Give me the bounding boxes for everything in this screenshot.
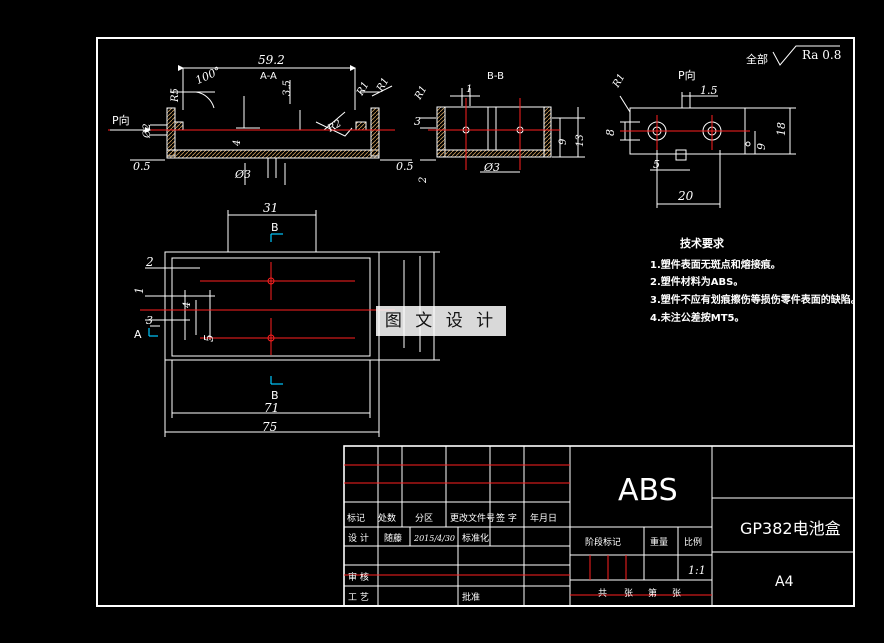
section-aa-view	[130, 65, 412, 185]
label-sheet-1: 张	[624, 588, 633, 599]
label-standardization: 标准化	[462, 532, 489, 544]
label-sheet-2: 张	[672, 588, 681, 599]
designer-name: 随藤	[384, 532, 402, 544]
dim-3-5: 3.5	[282, 80, 293, 96]
label-no: 第	[648, 587, 657, 599]
plan-view	[145, 210, 440, 437]
label-sign: 签 字	[496, 512, 517, 524]
label-design: 设 计	[348, 532, 369, 544]
dim-p-r1: R1	[611, 72, 628, 90]
material-text: ABS	[618, 473, 678, 508]
dim-plan-5: 5	[202, 334, 216, 342]
plan-centerlines	[140, 262, 395, 355]
view-p	[619, 92, 796, 208]
dim-p-9: 9	[755, 143, 768, 150]
roughness-prefix: 全部	[746, 52, 768, 66]
dim-p-20: 20	[677, 189, 694, 203]
roughness-value: Ra 0.8	[802, 48, 841, 62]
label-date: 年月日	[530, 512, 557, 524]
part-name: GP382电池盒	[740, 519, 841, 538]
dim-bb-9: 9	[558, 138, 569, 145]
dim-p-1-5: 1.5	[700, 84, 718, 97]
watermark-text: 图 文 设 计	[384, 311, 498, 331]
dim-plan-71: 71	[264, 401, 279, 415]
label-change-doc: 更改文件号	[450, 512, 495, 524]
dim-plan-2: 2	[145, 255, 154, 269]
dim-d2: Ø2	[142, 123, 153, 139]
dim-plan-31: 31	[263, 201, 278, 215]
dim-d3-a: Ø3	[234, 168, 251, 181]
watermark-background	[376, 306, 506, 336]
cut-label-a: A	[134, 328, 142, 341]
dim-59-2: 59.2	[258, 53, 285, 67]
label-mark: 标记	[347, 512, 365, 524]
section-bb-title: B-B	[487, 71, 504, 82]
tech-requirements: 技术要求 1.塑件表面无斑点和熔接痕。 2.塑件材料为ABS。 3.塑件不应有划…	[650, 236, 861, 324]
scale-value: 1:1	[688, 564, 706, 577]
cut-label-b-top: B	[271, 221, 279, 234]
dim-plan-75: 75	[262, 420, 277, 434]
tech-item-2: 2.塑件材料为ABS。	[650, 275, 743, 288]
label-process: 工 艺	[348, 592, 369, 603]
dim-4: 4	[232, 140, 243, 147]
view-p-labels: P向 R1 1.5 8 9 18 5 20	[604, 68, 788, 203]
dim-bb-3: 3	[414, 115, 421, 128]
section-cut-markers	[148, 233, 283, 385]
title-block-red-grid	[344, 464, 712, 596]
dim-plan-1: 1	[133, 287, 146, 294]
label-total: 共	[598, 588, 607, 599]
cut-label-b-bottom: B	[271, 389, 279, 402]
dim-r2: R2	[325, 118, 343, 135]
dim-r5: R5	[170, 88, 181, 103]
dim-bb-1: 1	[466, 84, 472, 95]
title-block-text: ABS GP382电池盒 A4 1:1 标记 处数 分区 更改文件号 签 字 年…	[347, 473, 841, 603]
tech-title: 技术要求	[680, 236, 725, 250]
title-block	[343, 445, 855, 607]
view-p-centerlines	[620, 115, 750, 150]
section-aa-labels: A-A P向 59.2 100° R5 3.5 R2 R1 R1 4 Ø2 0.…	[112, 53, 414, 181]
dim-p-8: 8	[604, 129, 617, 136]
tech-item-3: 3.塑件不应有划痕擦伤等损伤零件表面的缺陷。	[650, 293, 861, 306]
tech-item-4: 4.未注公差按MT5。	[650, 311, 745, 324]
design-date: 2015/4/30	[413, 534, 455, 543]
dim-plan-4: 4	[182, 302, 193, 309]
dim-plan-3: 3	[146, 314, 153, 327]
label-scale: 比例	[684, 536, 702, 548]
label-count: 处数	[378, 512, 396, 524]
plan-labels: 31 2 1 3 4 5 71 75 B B A	[133, 201, 279, 434]
dim-0-5-right: 0.5	[396, 160, 414, 173]
label-zone: 分区	[415, 513, 433, 524]
view-p-title: P向	[678, 68, 696, 82]
dim-bb-2: 2	[418, 177, 429, 184]
p-direction-label: P向	[112, 113, 130, 127]
label-approve: 批准	[462, 591, 480, 603]
dim-p-18: 18	[775, 122, 788, 136]
label-stage-mark: 阶段标记	[585, 536, 621, 548]
label-weight: 重量	[650, 536, 668, 548]
roughness-symbol: 全部 Ra 0.8	[746, 45, 841, 66]
section-aa-title: A-A	[260, 71, 277, 82]
dim-bb-13: 13	[575, 134, 586, 147]
section-bb-view	[420, 88, 585, 173]
dim-r1-a: R1	[355, 80, 372, 98]
dim-bb-r1: R1	[413, 84, 430, 102]
section-bb-centerlines	[428, 98, 560, 170]
dim-0-5-left: 0.5	[133, 160, 151, 173]
dim-bb-d3: Ø3	[483, 161, 500, 174]
label-review: 审 核	[348, 571, 369, 583]
dim-p-5: 5	[653, 158, 660, 171]
tech-item-1: 1.塑件表面无斑点和熔接痕。	[650, 258, 781, 271]
paper-size: A4	[775, 574, 794, 590]
